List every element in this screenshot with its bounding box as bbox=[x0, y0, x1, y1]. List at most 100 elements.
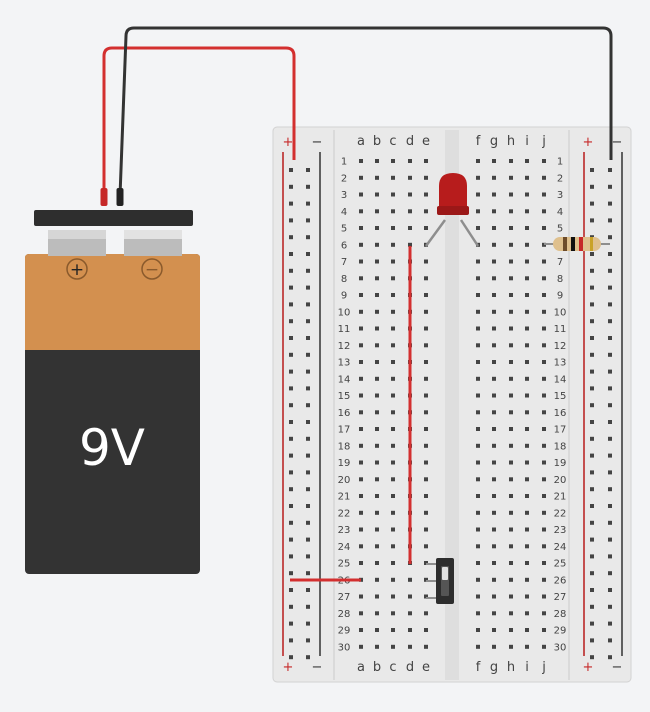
hole-j13[interactable] bbox=[542, 360, 546, 364]
hole-i7[interactable] bbox=[525, 259, 529, 264]
hole-i23[interactable] bbox=[525, 527, 529, 532]
hole-i15[interactable] bbox=[525, 393, 529, 398]
hole-b21[interactable] bbox=[375, 494, 379, 498]
hole-a13[interactable] bbox=[359, 360, 363, 364]
rail-hole-3-22[interactable] bbox=[608, 537, 612, 542]
hole-e15[interactable] bbox=[424, 393, 428, 398]
rail-hole-0-28[interactable] bbox=[289, 638, 293, 643]
rail-hole-3-18[interactable] bbox=[608, 470, 612, 475]
hole-g28[interactable] bbox=[492, 611, 496, 616]
hole-h17[interactable] bbox=[509, 427, 513, 431]
hole-h13[interactable] bbox=[509, 360, 513, 364]
hole-a29[interactable] bbox=[359, 628, 363, 632]
hole-i13[interactable] bbox=[525, 360, 529, 364]
hole-a23[interactable] bbox=[359, 527, 363, 532]
hole-c13[interactable] bbox=[391, 360, 395, 364]
hole-h25[interactable] bbox=[509, 561, 513, 565]
rail-hole-0-25[interactable] bbox=[289, 588, 293, 592]
hole-b9[interactable] bbox=[375, 293, 379, 297]
rail-hole-3-28[interactable] bbox=[608, 638, 612, 643]
rail-hole-1-17[interactable] bbox=[306, 453, 310, 458]
hole-h7[interactable] bbox=[509, 259, 513, 264]
hole-b2[interactable] bbox=[375, 175, 379, 180]
hole-c27[interactable] bbox=[391, 594, 395, 599]
hole-g25[interactable] bbox=[492, 561, 496, 565]
hole-j23[interactable] bbox=[542, 527, 546, 532]
hole-b13[interactable] bbox=[375, 360, 379, 364]
hole-g22[interactable] bbox=[492, 510, 496, 515]
hole-d3[interactable] bbox=[408, 192, 412, 197]
rail-hole-3-19[interactable] bbox=[608, 487, 612, 492]
hole-d27[interactable] bbox=[408, 594, 412, 599]
hole-f19[interactable] bbox=[476, 460, 480, 465]
hole-b12[interactable] bbox=[375, 343, 379, 348]
hole-i3[interactable] bbox=[525, 192, 529, 197]
rail-hole-1-3[interactable] bbox=[306, 218, 310, 223]
rail-hole-0-5[interactable] bbox=[289, 252, 293, 256]
hole-f23[interactable] bbox=[476, 527, 480, 532]
hole-d26[interactable] bbox=[408, 577, 412, 582]
rail-hole-2-5[interactable] bbox=[590, 252, 594, 256]
hole-e12[interactable] bbox=[424, 343, 428, 348]
hole-h8[interactable] bbox=[509, 276, 513, 281]
rail-hole-3-16[interactable] bbox=[608, 436, 612, 441]
hole-g12[interactable] bbox=[492, 343, 496, 348]
hole-e18[interactable] bbox=[424, 443, 428, 448]
rail-hole-2-12[interactable] bbox=[590, 369, 594, 374]
rail-hole-2-25[interactable] bbox=[590, 588, 594, 592]
hole-e4[interactable] bbox=[424, 209, 428, 214]
hole-b26[interactable] bbox=[375, 577, 379, 582]
rail-hole-0-6[interactable] bbox=[289, 268, 293, 273]
rail-hole-0-12[interactable] bbox=[289, 369, 293, 374]
hole-b24[interactable] bbox=[375, 544, 379, 549]
rail-hole-3-9[interactable] bbox=[608, 319, 612, 324]
rail-hole-3-25[interactable] bbox=[608, 588, 612, 592]
hole-b16[interactable] bbox=[375, 410, 379, 415]
hole-e9[interactable] bbox=[424, 293, 428, 297]
rail-hole-0-14[interactable] bbox=[289, 403, 293, 408]
hole-b22[interactable] bbox=[375, 510, 379, 515]
hole-j28[interactable] bbox=[542, 611, 546, 616]
hole-g13[interactable] bbox=[492, 360, 496, 364]
hole-b15[interactable] bbox=[375, 393, 379, 398]
hole-h6[interactable] bbox=[509, 242, 513, 247]
hole-f17[interactable] bbox=[476, 427, 480, 431]
rail-hole-3-3[interactable] bbox=[608, 218, 612, 223]
hole-a8[interactable] bbox=[359, 276, 363, 281]
hole-c25[interactable] bbox=[391, 561, 395, 565]
hole-c24[interactable] bbox=[391, 544, 395, 549]
hole-h11[interactable] bbox=[509, 326, 513, 331]
hole-a24[interactable] bbox=[359, 544, 363, 549]
hole-j2[interactable] bbox=[542, 175, 546, 180]
rail-hole-2-13[interactable] bbox=[590, 386, 594, 391]
hole-a3[interactable] bbox=[359, 192, 363, 197]
hole-j10[interactable] bbox=[542, 309, 546, 314]
hole-g3[interactable] bbox=[492, 192, 496, 197]
rail-hole-3-17[interactable] bbox=[608, 453, 612, 458]
hole-i9[interactable] bbox=[525, 293, 529, 297]
hole-j11[interactable] bbox=[542, 326, 546, 331]
hole-a21[interactable] bbox=[359, 494, 363, 498]
rail-hole-0-0[interactable] bbox=[289, 168, 293, 172]
hole-e3[interactable] bbox=[424, 192, 428, 197]
rail-hole-3-10[interactable] bbox=[608, 336, 612, 340]
hole-b28[interactable] bbox=[375, 611, 379, 616]
hole-b29[interactable] bbox=[375, 628, 379, 632]
hole-a15[interactable] bbox=[359, 393, 363, 398]
hole-f13[interactable] bbox=[476, 360, 480, 364]
hole-c11[interactable] bbox=[391, 326, 395, 331]
hole-d29[interactable] bbox=[408, 628, 412, 632]
hole-i1[interactable] bbox=[525, 159, 529, 163]
hole-j26[interactable] bbox=[542, 577, 546, 582]
hole-f26[interactable] bbox=[476, 577, 480, 582]
hole-g21[interactable] bbox=[492, 494, 496, 498]
hole-b3[interactable] bbox=[375, 192, 379, 197]
hole-j20[interactable] bbox=[542, 477, 546, 482]
rail-hole-1-22[interactable] bbox=[306, 537, 310, 542]
rail-hole-2-0[interactable] bbox=[590, 168, 594, 172]
rail-hole-1-11[interactable] bbox=[306, 352, 310, 357]
hole-c21[interactable] bbox=[391, 494, 395, 498]
hole-a2[interactable] bbox=[359, 175, 363, 180]
hole-e5[interactable] bbox=[424, 226, 428, 230]
hole-h15[interactable] bbox=[509, 393, 513, 398]
